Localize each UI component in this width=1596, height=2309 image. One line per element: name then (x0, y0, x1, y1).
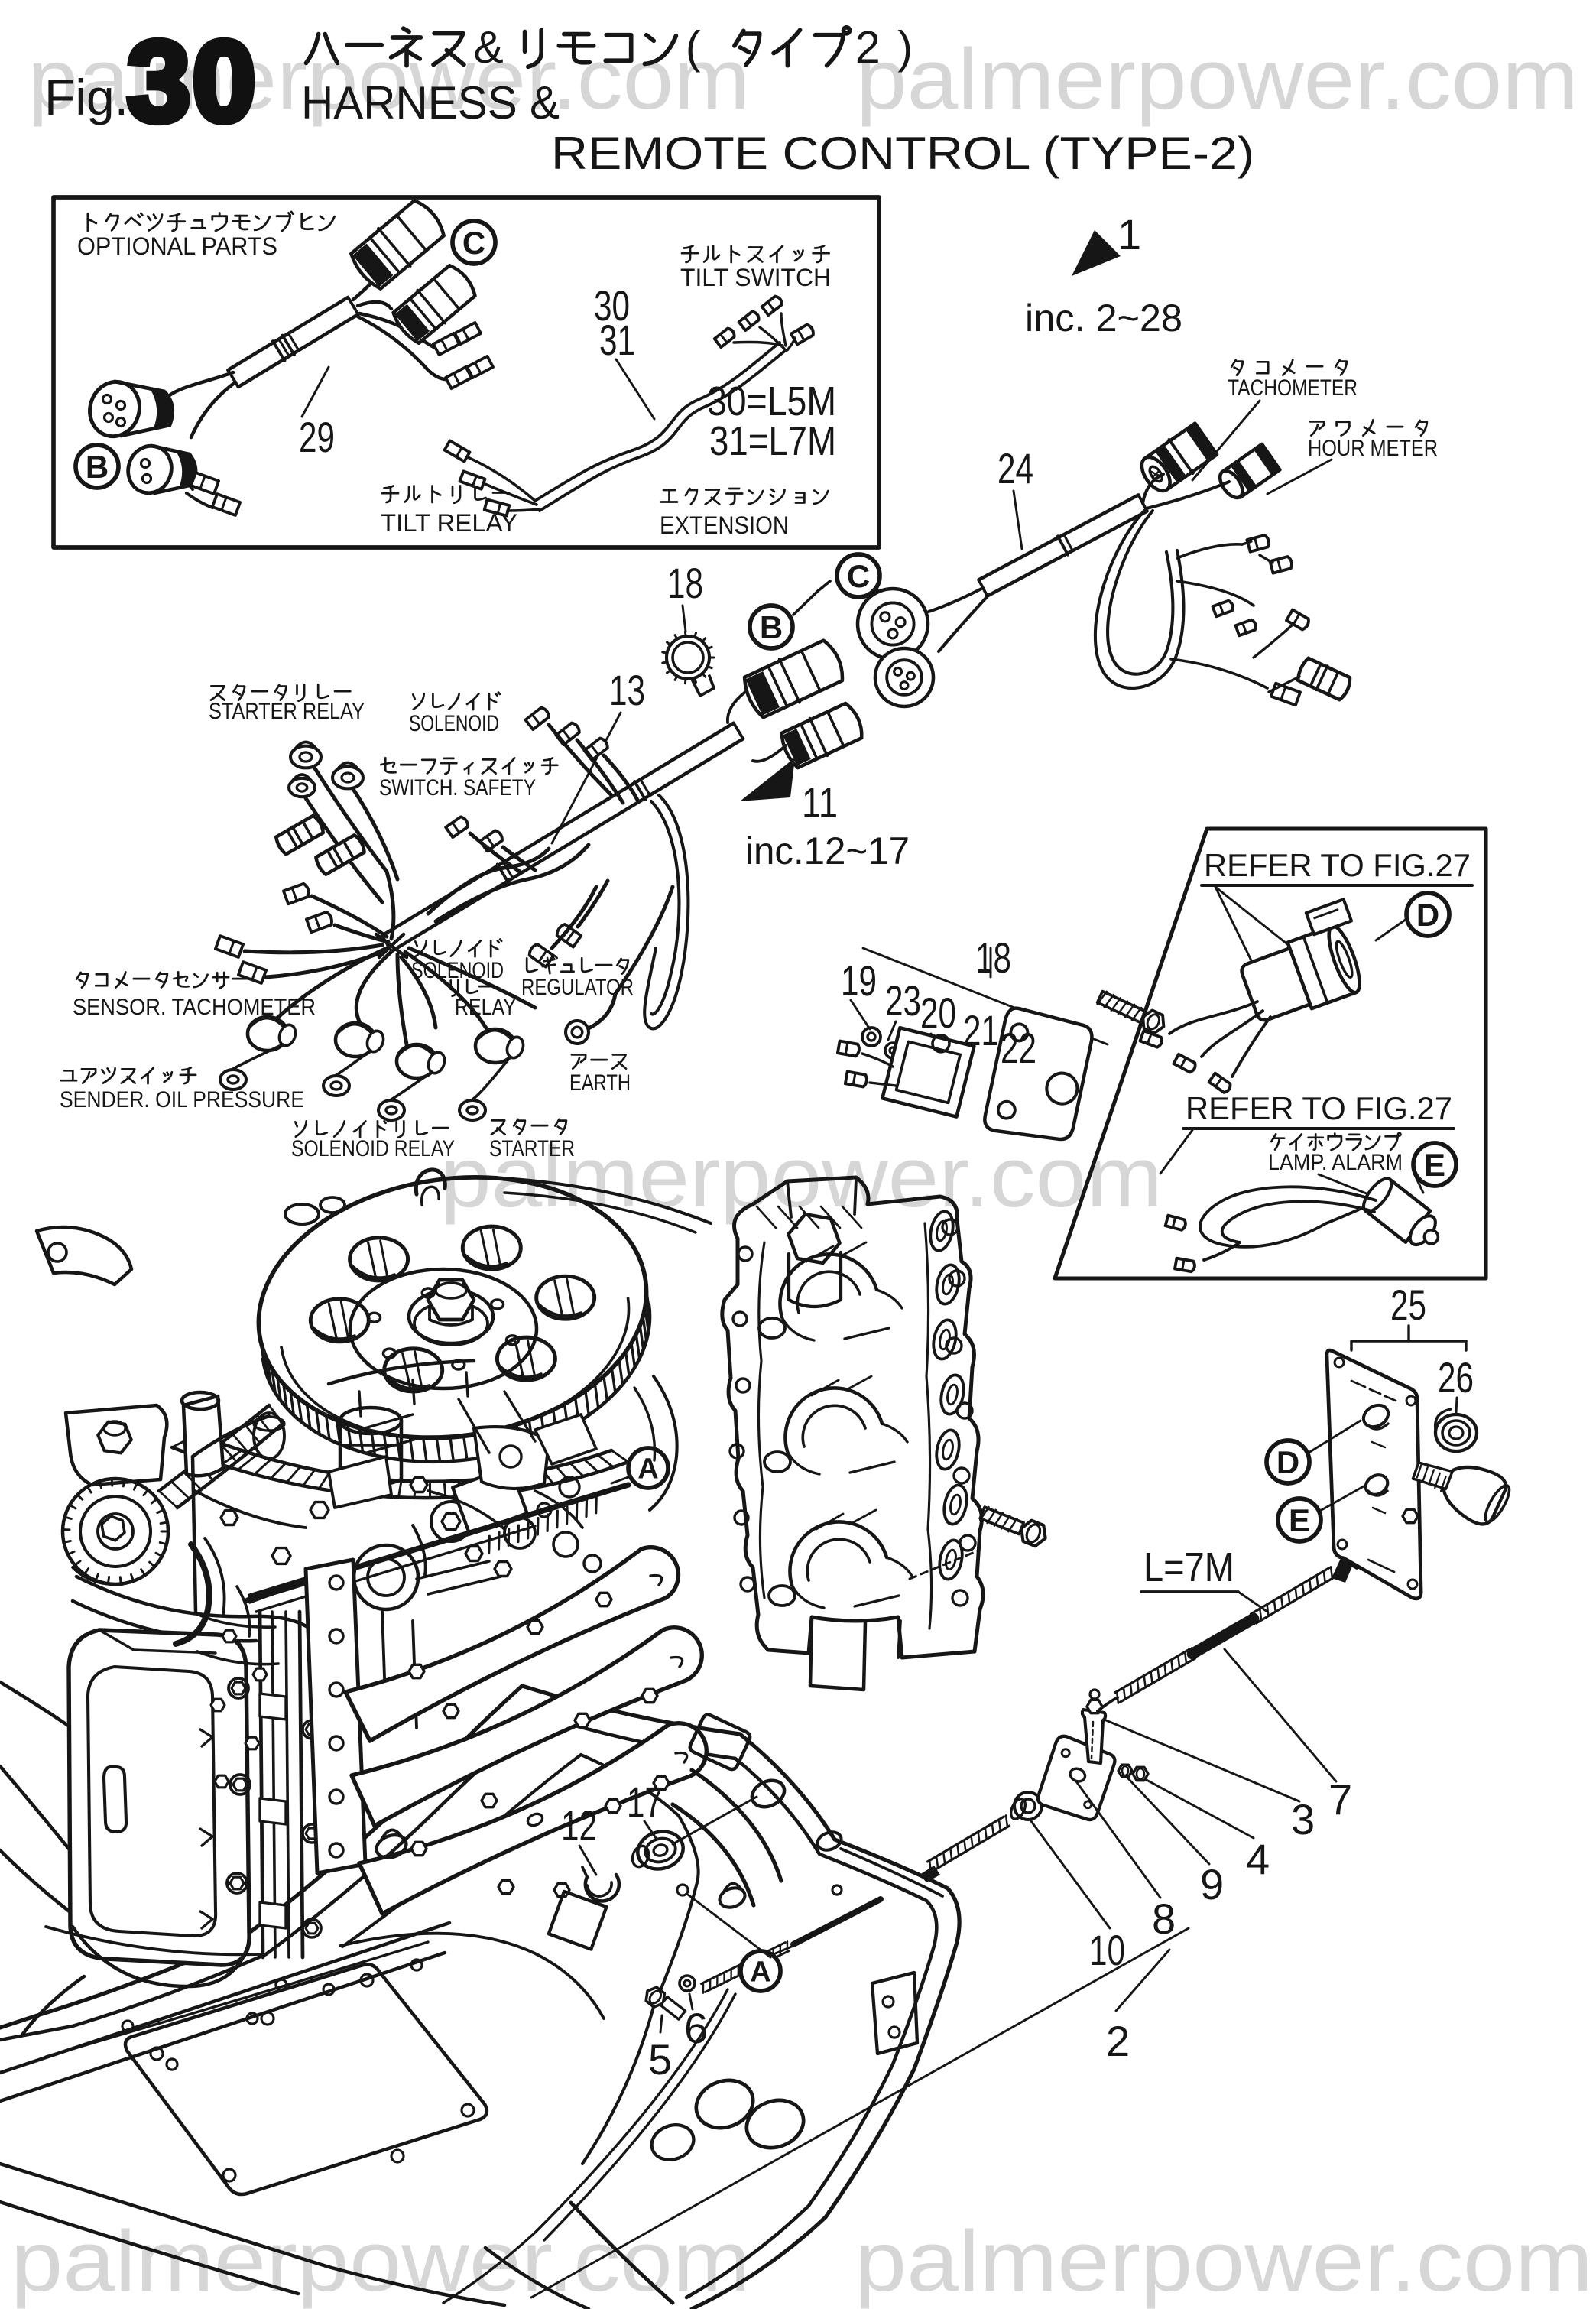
svg-text:(: ( (686, 22, 701, 73)
svg-text:C: C (462, 225, 485, 261)
svg-text:STARTER RELAY: STARTER RELAY (209, 699, 365, 724)
svg-text:24: 24 (998, 444, 1033, 492)
svg-text:REGULATOR: REGULATOR (521, 975, 634, 1000)
svg-text:TILT SWITCH: TILT SWITCH (680, 264, 831, 291)
svg-text:13: 13 (609, 666, 645, 714)
svg-text:17: 17 (627, 1778, 663, 1826)
svg-text:25: 25 (1390, 1281, 1426, 1329)
svg-text:OPTIONAL PARTS: OPTIONAL PARTS (77, 232, 277, 260)
svg-text:7: 7 (1328, 1775, 1352, 1823)
svg-text:inc. 2~28: inc. 2~28 (1025, 297, 1182, 339)
svg-text:29: 29 (299, 413, 335, 461)
svg-text:palmerpower.com: palmerpower.com (855, 2213, 1593, 2309)
svg-text:22: 22 (1001, 1024, 1036, 1072)
svg-text:E: E (1289, 1502, 1310, 1538)
svg-text:SENSOR. TACHOMETER: SENSOR. TACHOMETER (73, 995, 316, 1020)
svg-text:30: 30 (127, 17, 258, 145)
svg-text:D: D (1416, 897, 1439, 933)
svg-text:30: 30 (594, 281, 630, 330)
svg-text:31: 31 (599, 316, 635, 364)
svg-text:A: A (750, 1956, 770, 1988)
svg-text:21: 21 (963, 1006, 999, 1054)
svg-text:12: 12 (561, 1801, 597, 1849)
svg-text:LAMP. ALARM: LAMP. ALARM (1268, 1150, 1403, 1175)
svg-text:TACHOMETER: TACHOMETER (1228, 375, 1358, 401)
svg-text:B: B (760, 609, 783, 645)
svg-text:30=L5M: 30=L5M (707, 378, 836, 424)
svg-text:HARNESS &: HARNESS & (301, 77, 560, 128)
svg-text:19: 19 (841, 956, 877, 1005)
svg-text:L=7M: L=7M (1143, 1544, 1234, 1590)
svg-text:Fig.: Fig. (44, 69, 128, 125)
svg-text:SENDER. OIL PRESSURE: SENDER. OIL PRESSURE (60, 1087, 304, 1112)
svg-text:18: 18 (975, 934, 1011, 982)
svg-text:REFER TO FIG.27: REFER TO FIG.27 (1186, 1090, 1452, 1126)
svg-text:STARTER: STARTER (489, 1136, 575, 1161)
svg-text:palmerpower.com: palmerpower.com (856, 31, 1578, 127)
svg-text:31=L7M: 31=L7M (709, 418, 836, 464)
svg-text:B: B (86, 449, 109, 485)
svg-text:26: 26 (1438, 1353, 1474, 1401)
svg-text:4: 4 (1246, 1835, 1270, 1883)
svg-text:2: 2 (855, 22, 881, 73)
svg-text:2: 2 (1106, 2017, 1130, 2065)
svg-text:SOLENOID RELAY: SOLENOID RELAY (291, 1136, 455, 1161)
svg-text:HOUR METER: HOUR METER (1308, 436, 1438, 461)
svg-text:C: C (847, 558, 870, 594)
svg-text:EXTENSION: EXTENSION (660, 511, 789, 539)
svg-text:23: 23 (885, 976, 921, 1025)
svg-text:E: E (1424, 1147, 1445, 1183)
svg-text:RELAY: RELAY (455, 995, 516, 1020)
svg-text:SOLENOID: SOLENOID (409, 711, 499, 736)
svg-text:REMOTE CONTROL (TYPE-2): REMOTE CONTROL (TYPE-2) (551, 128, 1254, 179)
svg-text:REFER TO FIG.27: REFER TO FIG.27 (1204, 847, 1471, 883)
svg-text:20: 20 (920, 989, 956, 1037)
svg-text:): ) (897, 22, 913, 73)
svg-text:5: 5 (648, 2035, 672, 2083)
svg-text:3: 3 (1291, 1795, 1315, 1843)
svg-text:1: 1 (1118, 210, 1141, 258)
svg-text:palmerpower.com: palmerpower.com (11, 2213, 751, 2309)
svg-text:inc.12~17: inc.12~17 (745, 830, 910, 872)
svg-text:6: 6 (684, 2004, 708, 2052)
svg-text:9: 9 (1200, 1860, 1224, 1908)
svg-text:EARTH: EARTH (569, 1070, 631, 1096)
svg-text:SWITCH. SAFETY: SWITCH. SAFETY (379, 775, 536, 801)
svg-text:&: & (473, 22, 503, 73)
svg-text:18: 18 (667, 559, 703, 607)
svg-text:D: D (1276, 1444, 1299, 1480)
svg-text:11: 11 (802, 778, 838, 826)
svg-text:8: 8 (1152, 1895, 1176, 1943)
